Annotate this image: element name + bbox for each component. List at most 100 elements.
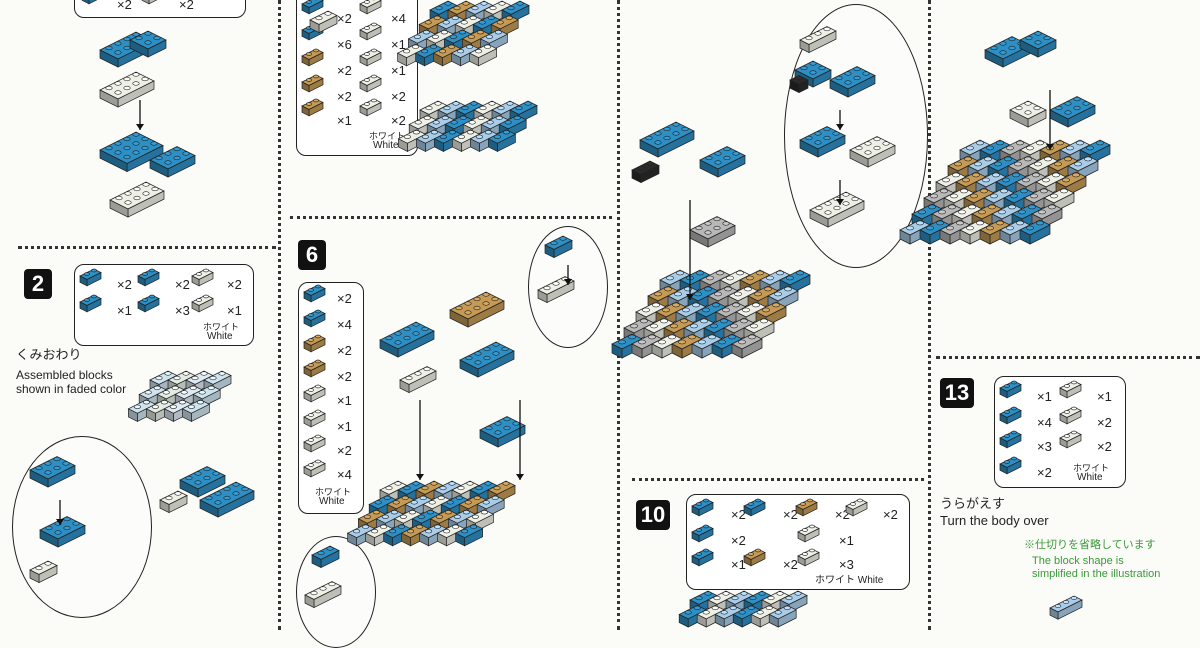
assembled-note-jp: くみおわり: [16, 347, 82, 362]
brick: [689, 216, 736, 248]
white-label-jp: ホワイト: [1073, 463, 1110, 473]
part-count: ×1: [117, 303, 132, 318]
brick: [199, 481, 255, 518]
brick: [999, 380, 1022, 399]
brick: [149, 146, 196, 178]
brick: [768, 605, 797, 628]
brick: [794, 60, 832, 88]
divider-h3: [632, 478, 924, 481]
part-count: ×2: [391, 113, 406, 128]
brick: [743, 498, 766, 517]
arrow-head: [516, 474, 524, 480]
part-count: ×3: [839, 557, 854, 572]
part-count: ×2: [1037, 465, 1052, 480]
brick: [141, 0, 158, 5]
part-count: ×1: [391, 63, 406, 78]
part-count: ×1: [337, 419, 352, 434]
part-count: ×2: [883, 507, 898, 522]
brick: [359, 0, 382, 15]
arrow-head: [836, 199, 844, 205]
brick: [99, 131, 164, 173]
brick: [301, 48, 324, 67]
brick: [487, 129, 517, 152]
brick: [544, 235, 573, 259]
brick: [303, 309, 326, 328]
part-count: ×2: [731, 507, 746, 522]
brick: [537, 276, 575, 304]
brick: [301, 98, 324, 117]
part-count: ×2: [1097, 439, 1112, 454]
parts-box-step-10: ×2 ×2 ×2 ×2 ×2 ×1 ×1 ×2 ×3 ホワイト White: [686, 494, 910, 590]
brick: [1059, 406, 1082, 425]
brick: [303, 434, 326, 453]
arrow-head: [136, 124, 144, 130]
brick: [303, 359, 326, 378]
brick: [159, 490, 188, 514]
brick: [1049, 96, 1096, 128]
part-count: ×2: [783, 507, 798, 522]
brick: [179, 466, 226, 498]
arrow-head: [564, 279, 572, 285]
brick: [1049, 595, 1083, 620]
brick: [137, 294, 160, 313]
brick: [137, 268, 160, 287]
arrow-head: [416, 474, 424, 480]
brick: [743, 548, 766, 567]
brick: [639, 121, 695, 158]
part-count: ×2: [117, 0, 132, 12]
part-count: ×2: [179, 0, 194, 12]
brick: [309, 10, 338, 34]
brick: [487, 480, 516, 504]
white-label-en: White: [319, 496, 345, 507]
divider-h2: [290, 216, 612, 219]
assembled-note-en-2: shown in faded color: [16, 382, 127, 396]
brick: [799, 126, 846, 158]
part-count: ×4: [1037, 415, 1052, 430]
divider-v1: [278, 0, 281, 630]
white-label-en: White: [207, 331, 233, 342]
part-count: ×2: [337, 11, 352, 26]
brick: [311, 545, 340, 569]
brick: [789, 75, 809, 94]
arrow-head: [836, 124, 844, 130]
part-count: ×2: [337, 291, 352, 306]
brick: [379, 321, 435, 358]
brick: [799, 26, 837, 54]
part-count: ×2: [1097, 415, 1112, 430]
divider-v3: [928, 0, 931, 630]
parts-box-top-left: ×2 ×2: [74, 0, 246, 18]
brick: [303, 284, 326, 303]
brick: [39, 516, 86, 548]
part-count: ×2: [731, 533, 746, 548]
part-count: ×2: [227, 277, 242, 292]
brick: [651, 333, 683, 359]
part-count: ×2: [337, 443, 352, 458]
divider-h4: [936, 356, 1200, 359]
brick: [1059, 430, 1082, 449]
brick: [999, 430, 1022, 449]
brick: [359, 22, 382, 41]
part-count: ×2: [337, 63, 352, 78]
brick: [1031, 203, 1063, 229]
part-count: ×2: [337, 343, 352, 358]
white-label-jp: ホワイト: [203, 322, 240, 332]
brick: [454, 523, 484, 547]
part-count: ×4: [337, 467, 352, 482]
brick: [795, 498, 818, 517]
brick: [301, 74, 324, 93]
brick: [29, 560, 58, 584]
part-count: ×6: [337, 37, 352, 52]
brick: [359, 74, 382, 93]
brick: [1019, 30, 1057, 58]
brick: [304, 581, 342, 609]
arrow-head: [686, 294, 694, 300]
brick: [303, 409, 326, 428]
turn-over-note-jp: うらがえす: [940, 496, 1006, 511]
brick: [984, 36, 1031, 68]
part-count: ×1: [391, 37, 406, 52]
brick: [191, 268, 214, 287]
brick: [399, 366, 437, 394]
brick: [301, 0, 324, 15]
brick: [99, 71, 155, 108]
brick: [303, 384, 326, 403]
